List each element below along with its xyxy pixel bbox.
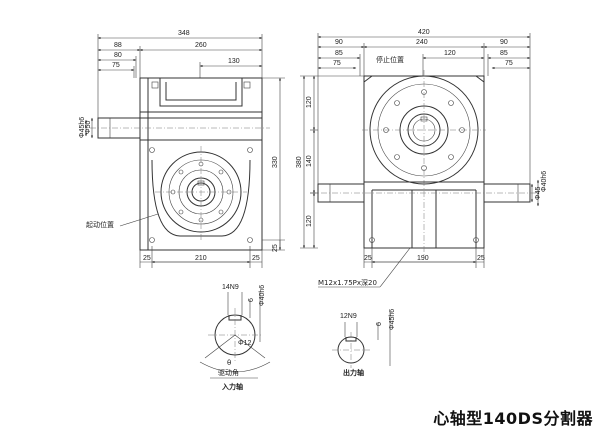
thread-label: M12x1.75Px深20 (318, 278, 377, 287)
dim-140: 140 (306, 155, 313, 167)
dim-380: 380 (296, 156, 303, 168)
dim-210: 210 (195, 255, 207, 262)
dim-85-left: 85 (335, 50, 343, 57)
input-key-depth: 6 (248, 298, 255, 302)
dim-75-right: 75 (505, 60, 513, 67)
theta-label: θ (227, 359, 231, 367)
dim-25-front-right: 25 (477, 255, 485, 262)
dim-260: 260 (195, 42, 207, 49)
dim-75-left: 75 (333, 60, 341, 67)
input-dia-label: Φ40h6 (259, 285, 266, 306)
output-dia-label: Φ45h6 (389, 309, 396, 330)
input-shaft-caption: 入力轴 (221, 382, 243, 391)
dim-88: 88 (114, 42, 122, 49)
dim-85-right: 85 (500, 50, 508, 57)
dim-90-right: 90 (500, 39, 508, 46)
front-view: 420 90 240 90 85 120 85 75 75 停止位置 (296, 29, 548, 288)
dim-240: 240 (416, 39, 428, 46)
side-view: 348 88 260 80 75 130 Φ50 Φ45h6 (79, 30, 285, 268)
output-shaft-section: 12N9 Φ45h6 6 出力轴 (332, 309, 396, 377)
dim-420: 420 (418, 29, 430, 36)
dim-25-front-left: 25 (364, 255, 372, 262)
dim-120-upper: 120 (306, 96, 313, 108)
dim-phi45h6: Φ45h6 (79, 117, 86, 138)
start-position-label: 起动位置 (86, 220, 114, 229)
dim-120-top: 120 (444, 50, 456, 57)
input-phi12: Φ12 (238, 340, 251, 347)
dim-330: 330 (272, 156, 279, 168)
dim-348: 348 (178, 30, 190, 37)
dim-80: 80 (114, 52, 122, 59)
page-title: 心轴型140DS分割器 (433, 409, 593, 428)
dim-25-bottom-right: 25 (252, 255, 260, 262)
output-shaft-caption: 出力轴 (343, 368, 364, 377)
input-shaft-section: 14N9 Φ40h6 6 Φ12 θ 驱动角 入力轴 (199, 284, 271, 391)
dim-phi50: Φ50 (85, 121, 92, 134)
side-housing (139, 77, 263, 251)
dim-75: 75 (112, 62, 120, 69)
stop-position-label: 停止位置 (376, 55, 404, 64)
dim-phi40h6-front: Φ40h6 (541, 171, 548, 192)
dim-120-lower: 120 (306, 215, 313, 227)
output-key-depth: 6 (376, 322, 383, 326)
dim-phi45-front: Φ45 (535, 187, 542, 200)
dim-90-left: 90 (335, 39, 343, 46)
dim-25-right: 25 (272, 244, 279, 252)
input-keyway-label: 14N9 (222, 284, 239, 291)
drive-angle-label: 驱动角 (218, 368, 239, 377)
dim-25-bottom-left: 25 (143, 255, 151, 262)
dim-190: 190 (417, 255, 429, 262)
dim-130: 130 (228, 58, 240, 65)
output-keyway-label: 12N9 (340, 313, 357, 320)
